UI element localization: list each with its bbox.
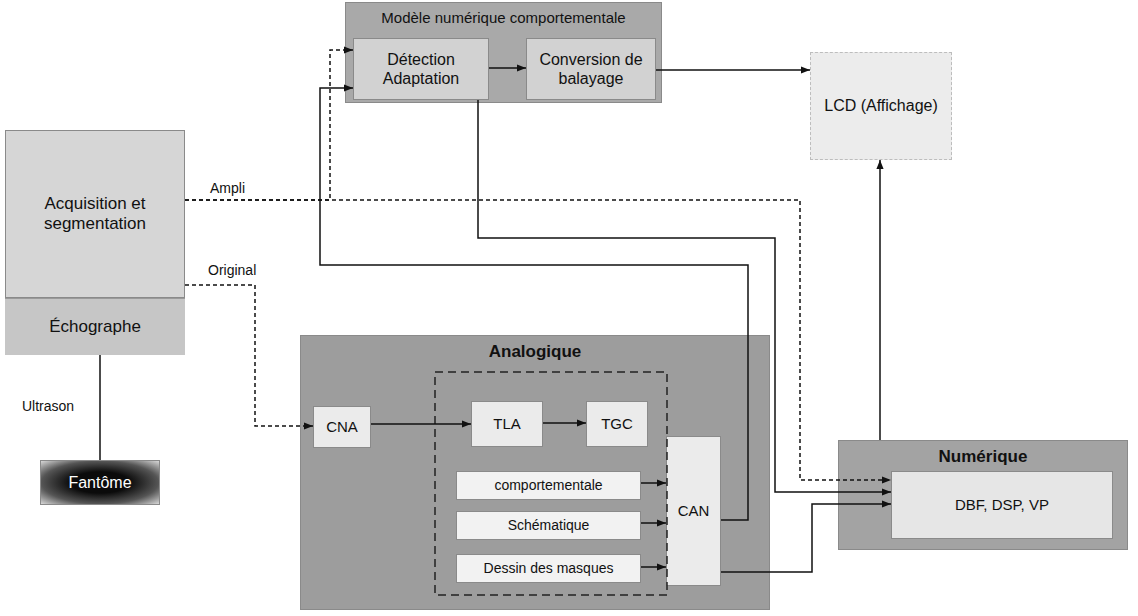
process-box: Schématique	[456, 511, 641, 540]
signal-arrow	[656, 69, 810, 71]
dashed-group-frame	[435, 372, 667, 595]
group-heading: Numérique	[935, 441, 1032, 469]
signal-arrow	[721, 504, 891, 572]
box-label: Conversion de balayage	[527, 48, 655, 90]
group-panel: NumériqueDBF, DSP, VP	[838, 440, 1128, 550]
signal-arrow	[99, 355, 101, 460]
process-box: Acquisition et segmentation	[5, 130, 185, 298]
signal-arrow	[371, 423, 471, 425]
process-box: Dessin des masques	[456, 554, 641, 583]
signal-arrow	[641, 566, 666, 568]
group-panel: AnalogiqueCNA TLA TGC comportementaleSchéma…	[300, 335, 770, 610]
box-label: DBF, DSP, VP	[951, 494, 1053, 516]
signal-arrow	[641, 482, 666, 484]
process-box: comportementale	[456, 471, 641, 500]
signal-arrow	[489, 67, 526, 69]
signal-arrow-dashed	[185, 285, 313, 426]
process-box: CNA	[313, 406, 371, 448]
process-box: TGC	[586, 401, 648, 447]
edge-label: Ultrason	[22, 398, 74, 415]
signal-arrow	[879, 160, 881, 440]
process-box: LCD (Affichage)	[810, 52, 952, 160]
edge-label: Ampli	[210, 180, 245, 197]
process-box: CAN	[666, 436, 721, 586]
signal-arrow	[543, 422, 586, 424]
process-box: Conversion de balayage	[526, 38, 656, 100]
box-label: LCD (Affichage)	[820, 94, 942, 117]
process-box: Fantôme	[40, 460, 160, 505]
signal-arrow-dashed	[185, 50, 353, 200]
box-label: TLA	[489, 413, 525, 435]
box-label: CAN	[674, 500, 714, 522]
box-label: CNA	[322, 416, 362, 438]
box-label: comportementale	[490, 475, 606, 496]
box-label: Acquisition et segmentation	[6, 192, 184, 237]
process-box: DBF, DSP, VP	[891, 471, 1113, 539]
box-label: TGC	[597, 413, 637, 435]
edge-label: Original	[208, 262, 256, 279]
group-heading: Modèle numérique comportementale	[377, 3, 629, 29]
process-box: Détection Adaptation	[353, 38, 489, 100]
box-label: Fantôme	[64, 471, 135, 494]
group-heading: Analogique	[485, 336, 586, 364]
box-label: Schématique	[504, 515, 594, 536]
signal-arrow	[641, 522, 666, 524]
signal-arrow	[320, 88, 748, 520]
box-label: Détection Adaptation	[354, 48, 488, 90]
process-box: TLA	[471, 401, 543, 447]
signal-arrow-dashed	[185, 200, 891, 480]
signal-arrow	[478, 100, 891, 492]
process-box: Échographe	[5, 298, 185, 355]
box-label: Échographe	[45, 315, 145, 339]
group-panel: Modèle numérique comportementaleDétectio…	[345, 2, 662, 103]
box-label: Dessin des masques	[480, 558, 618, 579]
